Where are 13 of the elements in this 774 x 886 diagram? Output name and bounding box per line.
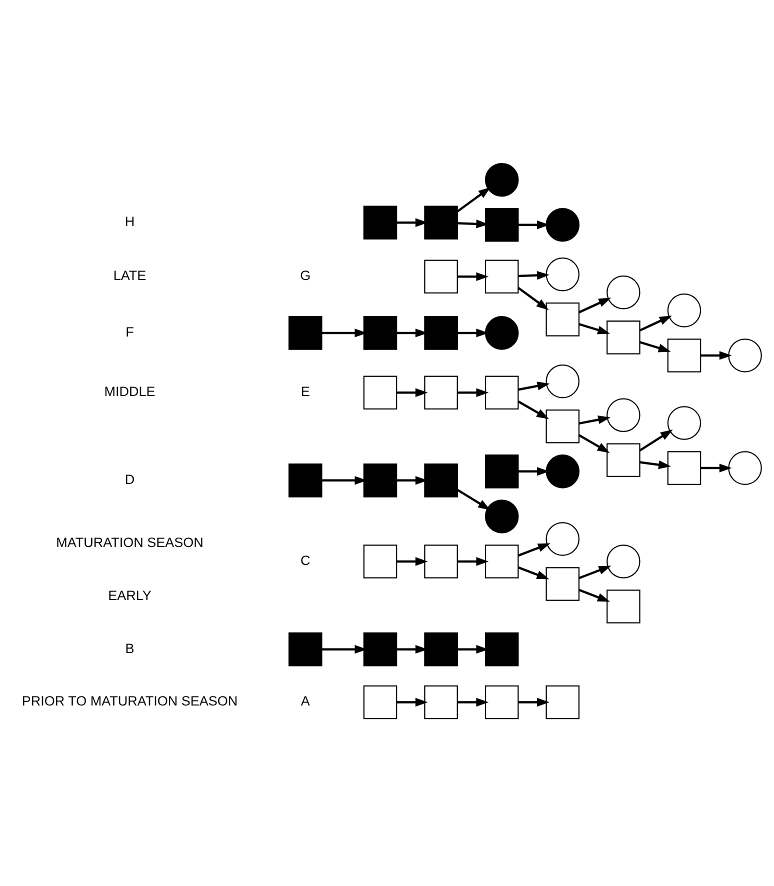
label: MATURATION SEASON: [56, 534, 204, 550]
label: E: [300, 384, 310, 400]
label: EARLY: [108, 588, 152, 603]
label: D: [124, 472, 135, 487]
label: B: [125, 640, 134, 656]
label: H: [124, 214, 135, 230]
label: F: [126, 324, 134, 340]
label: G: [300, 268, 311, 284]
label: MIDDLE: [104, 384, 156, 400]
label: LATE: [113, 268, 146, 284]
label: C: [300, 552, 310, 568]
label: PRIOR TO MATURATION SEASON: [22, 694, 238, 709]
label: A: [300, 694, 310, 709]
